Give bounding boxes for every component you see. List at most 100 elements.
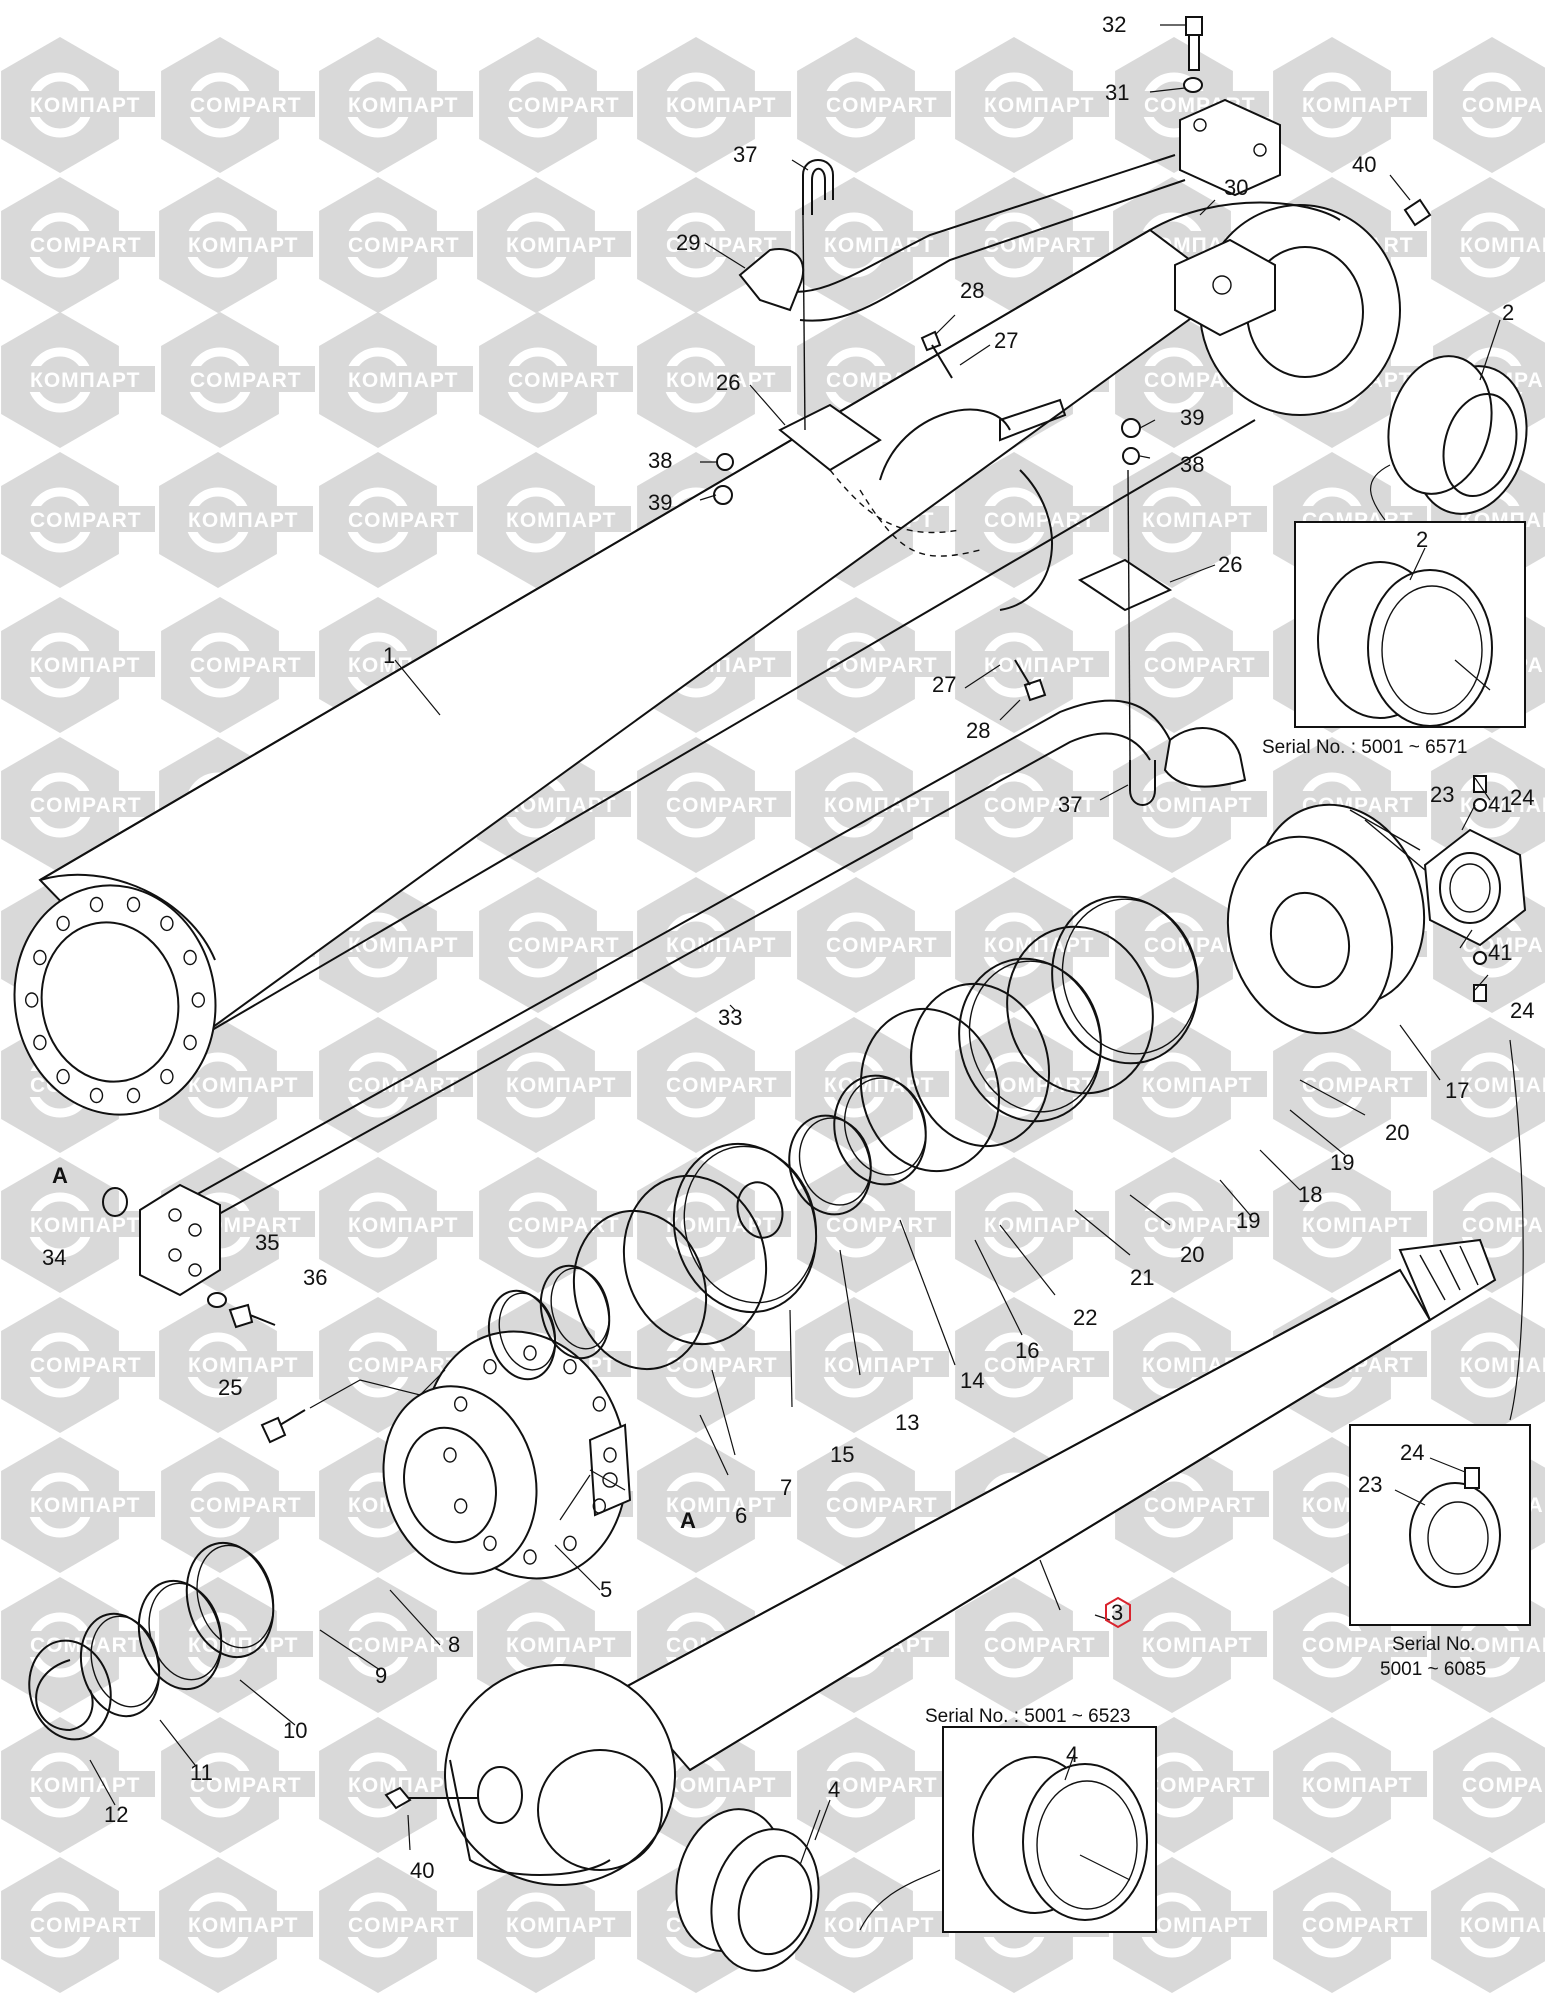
part-label[interactable]: 23 [1358,1472,1382,1497]
part-label[interactable]: 9 [375,1663,387,1688]
ring-14[interactable] [655,1128,834,1328]
part-label[interactable]: 30 [1224,175,1248,200]
ring-7[interactable] [531,1258,619,1366]
part-label[interactable]: 11 [190,1760,213,1785]
watermark-band [651,366,791,392]
cylinder-tube-part-1[interactable] [0,201,1401,1131]
part-label[interactable]: 22 [1073,1305,1097,1330]
part-label[interactable]: 2 [1502,300,1514,325]
ring-8[interactable] [174,1533,285,1667]
part-label[interactable]: 39 [1180,405,1204,430]
watermark-band [491,1071,631,1097]
part-label[interactable]: 35 [255,1230,279,1255]
bolt-hole [126,1087,141,1104]
part-label[interactable]: 26 [1218,552,1242,577]
part-label[interactable]: 20 [1180,1242,1204,1267]
part-label[interactable]: 25 [218,1375,242,1400]
watermark-text: COMPART [826,1494,938,1517]
part-label[interactable]: 15 [830,1442,854,1467]
ring-19b[interactable] [989,910,1172,1110]
part-label[interactable]: 37 [733,142,757,167]
part-label[interactable]: 41 [1488,792,1512,817]
watermark-band [969,231,1109,257]
watermark-band [811,931,951,957]
part-label[interactable]: 39 [648,490,672,515]
part-label[interactable]: 27 [994,328,1018,353]
part-label[interactable]: 28 [966,718,990,743]
part-label[interactable]: 12 [104,1802,128,1827]
bushing-part-2[interactable] [1374,344,1543,526]
rod-cover-part-5[interactable] [363,1308,654,1601]
part-label[interactable]: 32 [1102,12,1126,37]
part-label[interactable]: 20 [1385,1120,1409,1145]
part-label[interactable]: 40 [410,1858,434,1883]
part-label-highlighted[interactable]: 3 [1111,1600,1123,1625]
part-label[interactable]: 26 [716,370,740,395]
watermark-text: COMPART [348,1914,460,1937]
part-label[interactable]: 40 [1352,152,1376,177]
part-label[interactable]: 4 [828,1777,840,1802]
part-label[interactable]: 23 [1430,782,1454,807]
bushing-part-4[interactable] [661,1797,834,1983]
watermark-text: COMPART [30,1914,142,1937]
piston-part-17[interactable] [1203,783,1449,1055]
part-label[interactable]: 5 [600,1577,612,1602]
part-label[interactable]: 14 [960,1368,984,1393]
part-label[interactable]: 21 [1130,1265,1154,1290]
ring-20b[interactable] [1034,880,1217,1080]
part-label[interactable]: 28 [960,278,984,303]
part-label[interactable]: 38 [1180,452,1204,477]
nut-part-23[interactable] [1423,828,1527,947]
part-label[interactable]: 8 [448,1632,460,1657]
part-label[interactable]: 16 [1015,1338,1039,1363]
part-label[interactable]: 1 [383,643,395,668]
part-label[interactable]: 10 [283,1718,307,1743]
pipe-part-33[interactable] [139,699,1247,1297]
watermark-band [969,791,1109,817]
ring-19[interactable] [893,968,1067,1162]
ring-21[interactable] [822,1065,937,1195]
part-label[interactable]: 31 [1105,80,1129,105]
part-label[interactable]: 29 [676,230,700,255]
part-label[interactable]: 19 [1330,1150,1354,1175]
ring-20[interactable] [843,993,1017,1187]
watermark-text: КОМПАРТ [824,1354,934,1377]
view-marker-a[interactable]: A [52,1163,68,1188]
part-label[interactable]: 24 [1510,785,1534,810]
part-label[interactable]: 18 [1298,1182,1322,1207]
view-marker-a[interactable]: A [680,1508,696,1533]
watermark-band [173,1071,313,1097]
piston-rod-part-3[interactable] [444,1238,1497,1886]
ring-22[interactable] [778,1106,881,1223]
part-label[interactable]: 17 [1445,1078,1469,1103]
watermark-band [1445,1351,1545,1377]
ring-18[interactable] [941,943,1119,1138]
watermark-text: COMPART [1144,1774,1256,1797]
part-label[interactable]: 37 [1058,792,1082,817]
part-label[interactable]: 41 [1488,940,1512,965]
watermark-band [175,651,315,677]
ring-16[interactable] [732,1177,789,1242]
part-label[interactable]: 38 [648,448,672,473]
part-label[interactable]: 33 [718,1005,742,1030]
ring-9[interactable] [127,1572,233,1699]
part-label[interactable]: 27 [932,672,956,697]
part-label[interactable]: 24 [1510,998,1534,1023]
part-label[interactable]: 4 [1066,1742,1078,1767]
part-label[interactable]: 24 [1400,1440,1424,1465]
ring-11[interactable] [18,1631,121,1748]
part-label[interactable]: 6 [735,1503,747,1528]
bushing-6[interactable] [479,1283,564,1386]
watermark-text: КОМПАРТ [984,654,1094,677]
part-label[interactable]: 2 [1416,527,1428,552]
part-label[interactable]: 34 [42,1245,66,1270]
part-label[interactable]: 7 [780,1475,792,1500]
upper-pipe-assembly[interactable] [738,98,1281,322]
part-label[interactable]: 19 [1236,1208,1260,1233]
highlight-marker-part-3[interactable] [1105,1596,1131,1629]
part-label[interactable]: 13 [895,1410,919,1435]
part-label[interactable]: 36 [303,1265,327,1290]
ring-13[interactable] [605,1160,784,1360]
watermark-text: COMPART [1144,934,1256,957]
